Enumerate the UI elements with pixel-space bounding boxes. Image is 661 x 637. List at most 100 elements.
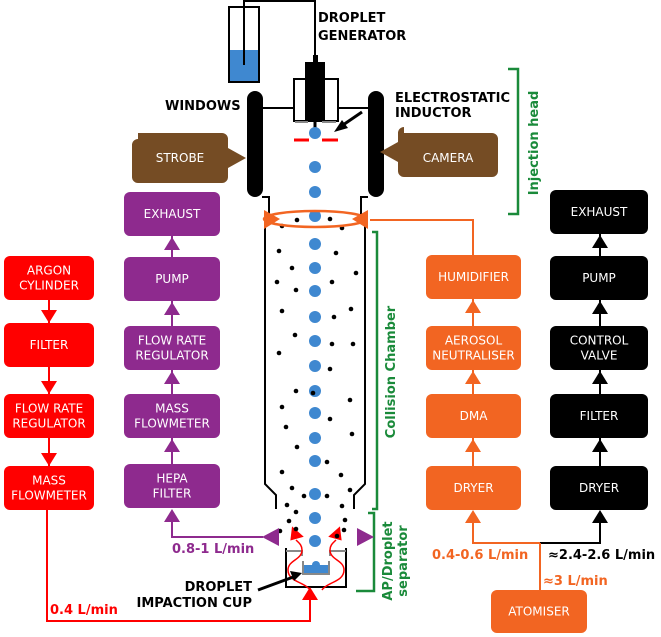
camera-label: CAMERA [423, 151, 474, 165]
arrow-up-icon [592, 301, 608, 314]
exhaust-feed-line [171, 522, 263, 538]
chamber-wall-left [262, 196, 277, 509]
arrow-up-icon [465, 371, 481, 384]
arrow-up-icon [164, 371, 180, 384]
bracket-injection-head [508, 67, 520, 216]
arrow-left-icon [352, 210, 368, 229]
feed-tube [243, 0, 316, 65]
arrow-right-icon [357, 528, 374, 546]
control-chain-box-label: CONTROL [570, 334, 629, 348]
particle [279, 308, 285, 314]
control-chain-box-label: VALVE [581, 349, 618, 363]
particle [276, 350, 282, 356]
control-chain-box [550, 466, 648, 510]
particle [338, 472, 344, 478]
control-chain-box [550, 256, 648, 300]
camera-box [380, 127, 498, 177]
arrow-left-icon [262, 528, 279, 546]
particle [327, 416, 333, 422]
particle [284, 502, 290, 508]
apparatus [228, 0, 520, 593]
aerosol-chain-box [426, 394, 521, 438]
particle [327, 366, 333, 372]
particle [329, 341, 335, 347]
window-left [247, 91, 263, 197]
arrow-down-icon [41, 310, 57, 323]
atomiser-box [491, 590, 587, 633]
droplet [309, 488, 321, 500]
argon-chain-box-label: ARGON [27, 264, 71, 278]
control-chain-box [550, 326, 648, 370]
bracket-collision-chamber [372, 230, 379, 511]
particle [347, 487, 353, 493]
aerosol-chain-box [426, 466, 521, 510]
arrow-up-icon [164, 302, 180, 315]
particle [329, 279, 335, 285]
arrow-up-icon [465, 300, 481, 313]
cup-pointer [257, 574, 297, 592]
arrow-up-icon [592, 439, 608, 452]
aerosol-chain-box-label: NEUTRALISER [432, 349, 515, 363]
droplet [309, 432, 321, 444]
atomiser-control-line [540, 522, 601, 544]
arrow-up-icon [302, 587, 318, 600]
droplet [309, 262, 321, 274]
droplet-generator-label: GENERATOR [318, 29, 406, 44]
droplet [309, 407, 321, 419]
particle [279, 404, 285, 410]
droplet [309, 127, 321, 139]
collision-chamber-label: Collision Chamber [384, 305, 399, 438]
droplet [309, 455, 321, 467]
particle [333, 250, 339, 256]
argon-chain-box [4, 394, 94, 438]
argon-chain-box-label: FLOW RATE [15, 402, 83, 416]
control-chain-box-label: FILTER [580, 409, 619, 423]
atomiser-box-label: ATOMISER [508, 605, 569, 619]
particle [342, 517, 348, 523]
aerosol-inlet-line [370, 219, 474, 255]
argon-feed-line [46, 510, 311, 622]
exhaust-chain-box [124, 192, 220, 236]
arrow-up-icon [164, 439, 180, 452]
exhaust-chain-box-label: EXHAUST [144, 207, 201, 221]
arrow-right-icon [264, 210, 280, 229]
particle [286, 518, 292, 524]
argon-chain-box-label: FLOWMETER [11, 489, 87, 503]
droplet [309, 535, 321, 547]
particle [334, 533, 340, 539]
argon-chain-box-label: CYLINDER [19, 279, 79, 293]
droplet [309, 161, 321, 173]
aerosol-chain-box-label: HUMIDIFIER [438, 270, 509, 284]
particle [331, 314, 337, 320]
particle [276, 248, 282, 254]
particle [324, 459, 330, 465]
argon-chain-box [4, 466, 94, 510]
control-chain-box [550, 394, 648, 438]
exhaust-chain-box-label: PUMP [155, 272, 189, 286]
exhaust-chain-box-label: REGULATOR [135, 349, 208, 363]
particle [293, 388, 299, 394]
droplet [309, 335, 321, 347]
arrow-down-icon [41, 453, 57, 466]
particle [348, 306, 354, 312]
aerosol-chain-box [426, 326, 521, 370]
particle [294, 217, 300, 223]
arrow-up-icon [164, 509, 180, 522]
arrow-up-icon [465, 510, 481, 523]
bracket-ap-separator [356, 511, 376, 593]
control-chain-box [550, 190, 648, 234]
droplet [309, 385, 321, 397]
argon-chain-box-label: MASS [32, 474, 66, 488]
particle [349, 431, 355, 437]
particle [293, 526, 299, 532]
particle [301, 493, 307, 499]
droplet [309, 238, 321, 250]
particle [350, 341, 356, 347]
droplet [309, 512, 321, 524]
cup-droplet [312, 561, 320, 569]
particle [324, 493, 330, 499]
generator-nozzle-top [313, 55, 318, 65]
particle [347, 397, 353, 403]
particle [341, 527, 347, 533]
